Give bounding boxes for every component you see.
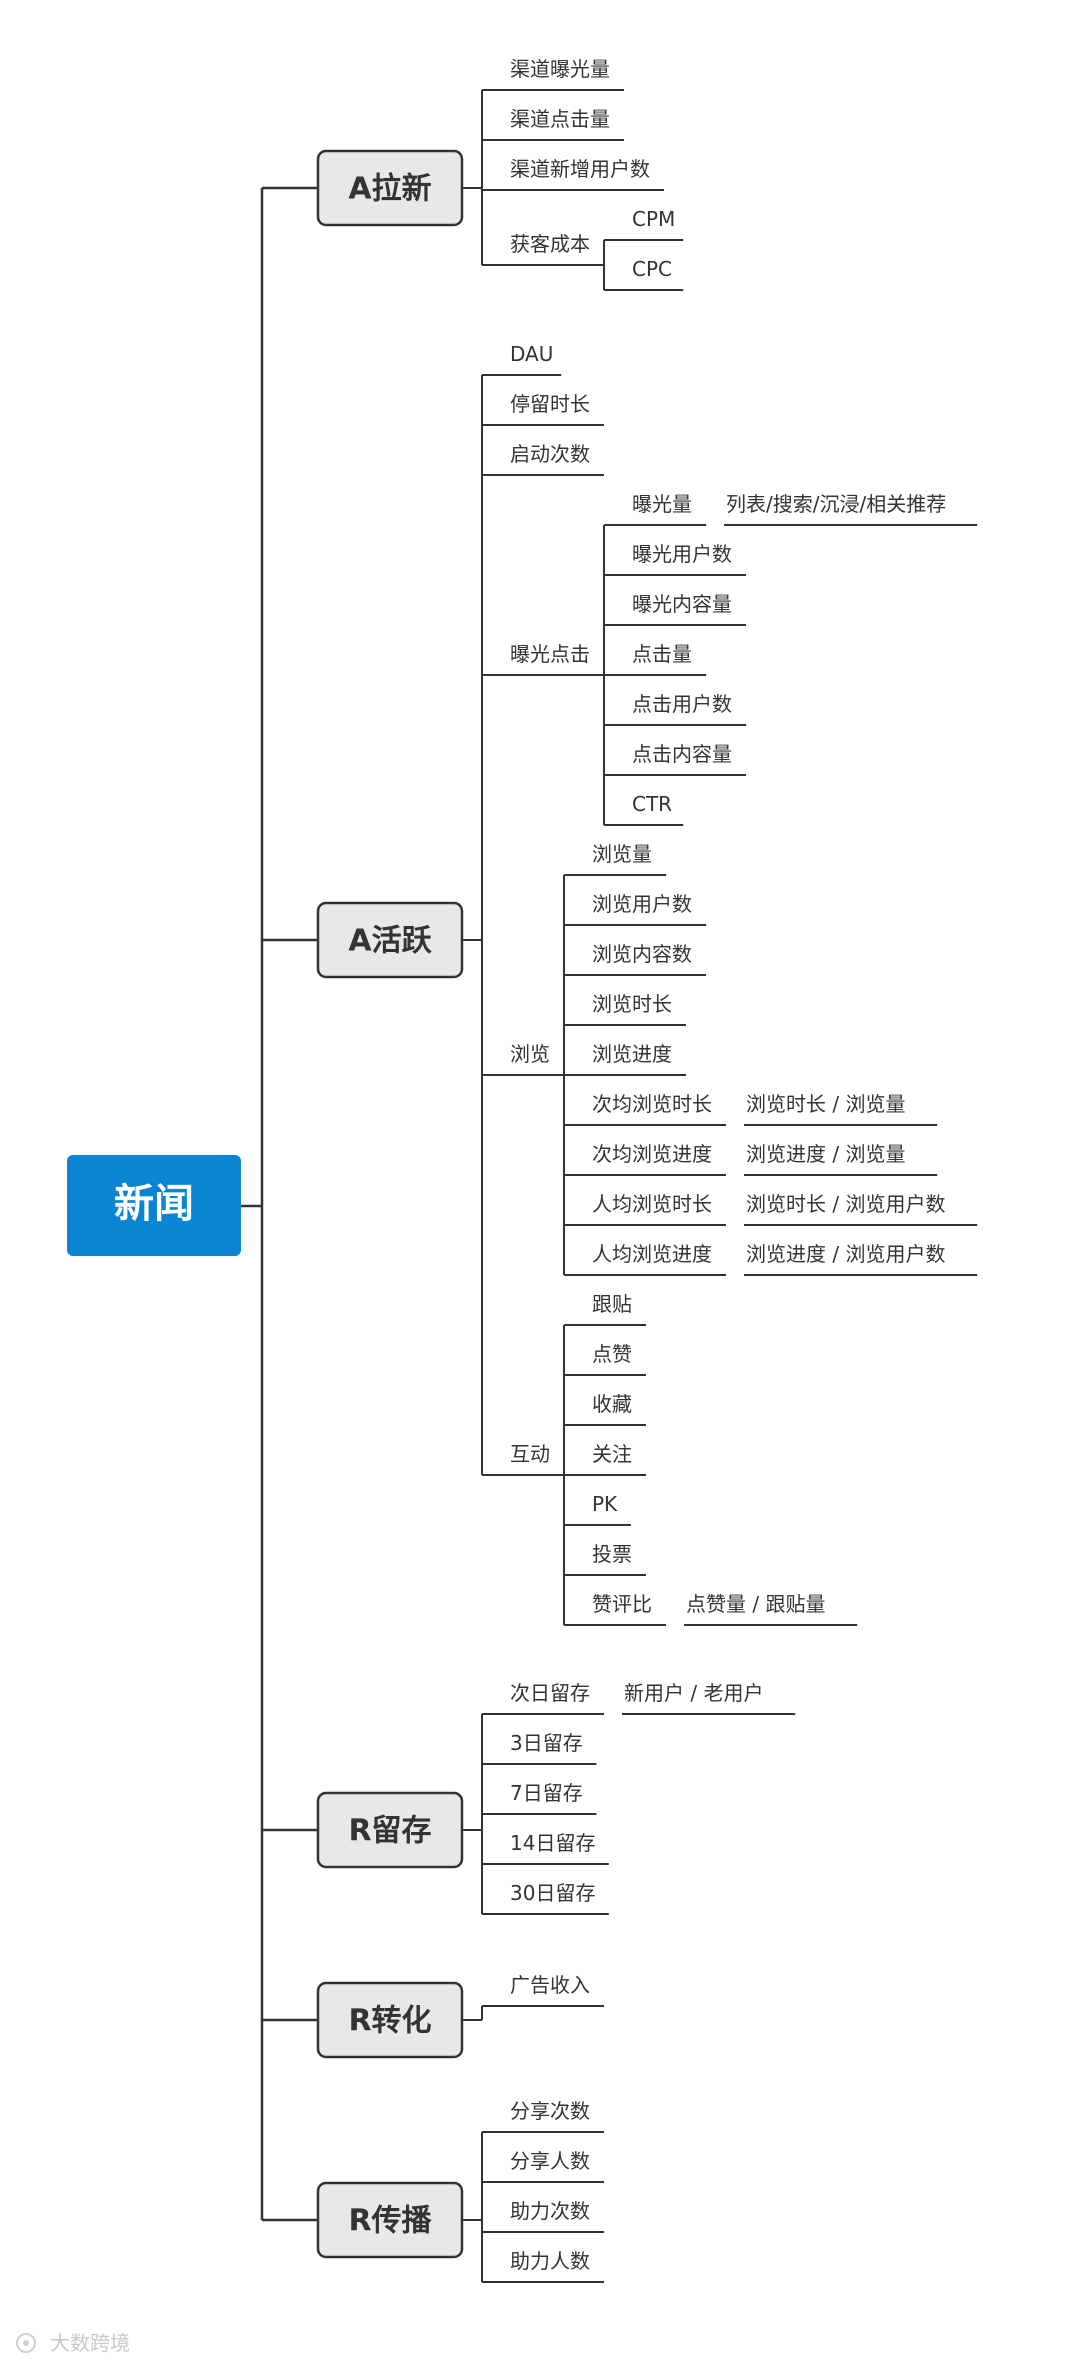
mindmap-node-4-3: 助力人数: [510, 2249, 590, 2273]
mindmap-node-1-5-6-0: 点赞量 / 跟贴量: [686, 1592, 825, 1616]
category-label-4: R传播: [348, 2204, 432, 2239]
category-label-3: R转化: [348, 2004, 431, 2039]
mindmap-node-1-5-0: 跟贴: [592, 1292, 632, 1316]
mindmap-node-1-4-7: 人均浏览时长: [592, 1192, 712, 1216]
mindmap-node-1-3-1: 曝光用户数: [632, 542, 732, 566]
watermark-text: 大数跨境: [50, 2331, 130, 2355]
mindmap-node-0-1: 渠道点击量: [510, 107, 610, 131]
root-node-box: [67, 1155, 241, 1256]
mindmap-node-1-5: 互动: [510, 1442, 550, 1466]
mindmap-node-2-4: 30日留存: [510, 1881, 595, 1905]
mindmap-node-1-4-2: 浏览内容数: [592, 942, 692, 966]
mindmap-node-1-5-3: 关注: [592, 1442, 632, 1466]
mindmap-node-2-1: 3日留存: [510, 1731, 583, 1755]
mindmap-node-1-4-5: 次均浏览时长: [592, 1092, 712, 1116]
mindmap-node-2-0-0: 新用户 / 老用户: [624, 1681, 763, 1705]
mindmap-node-2-0: 次日留存: [510, 1681, 590, 1705]
mindmap-node-1-3: 曝光点击: [510, 642, 590, 666]
mindmap-node-1-3-3: 点击量: [632, 642, 692, 666]
mindmap-node-1-3-0-0: 列表/搜索/沉浸/相关推荐: [726, 492, 946, 516]
watermark: 大数跨境: [16, 2331, 130, 2355]
mindmap-node-1-4-6-0: 浏览进度 / 浏览量: [746, 1142, 905, 1166]
mindmap-node-0-3-0: CPM: [632, 207, 675, 231]
category-node-3: [316, 1981, 464, 2059]
mindmap-node-1-3-6: CTR: [632, 792, 672, 816]
mindmap-node-1-4-1: 浏览用户数: [592, 892, 692, 916]
mindmap-node-1-5-2: 收藏: [592, 1392, 632, 1416]
mindmap-node-1-3-4: 点击用户数: [632, 692, 732, 716]
mindmap-node-0-2: 渠道新增用户数: [510, 157, 650, 181]
mindmap-node-3-0: 广告收入: [510, 1973, 590, 1997]
mindmap-node-1-3-5: 点击内容量: [632, 742, 732, 766]
mindmap-node-1-4-4: 浏览进度: [592, 1042, 672, 1066]
root-node-label: 新闻: [114, 1181, 194, 1227]
category-label-1: A活跃: [348, 924, 432, 959]
mindmap-node-1-1: 停留时长: [510, 392, 590, 416]
mindmap-node-1-3-2: 曝光内容量: [632, 592, 732, 616]
category-node-2: [316, 1791, 464, 1869]
mindmap-node-0-0: 渠道曝光量: [510, 57, 610, 81]
category-node-4: [316, 2181, 464, 2259]
category-node-0: [316, 149, 464, 227]
mindmap-node-1-2: 启动次数: [510, 442, 590, 466]
mindmap-node-1-4-8: 人均浏览进度: [592, 1242, 712, 1266]
mindmap-node-1-5-4: PK: [592, 1492, 618, 1516]
mindmap-node-1-4-8-0: 浏览进度 / 浏览用户数: [746, 1242, 945, 1266]
mindmap-node-0-3-1: CPC: [632, 257, 672, 281]
category-label-0: A拉新: [348, 172, 431, 207]
mindmap-node-0-3: 获客成本: [510, 232, 590, 256]
mindmap-node-1-5-1: 点赞: [592, 1342, 632, 1366]
mindmap-node-1-5-5: 投票: [592, 1542, 632, 1566]
mindmap-node-2-2: 7日留存: [510, 1781, 583, 1805]
mindmap-node-1-4: 浏览: [510, 1042, 550, 1066]
mindmap-node-1-4-7-0: 浏览时长 / 浏览用户数: [746, 1192, 945, 1216]
mindmap-node-1-4-3: 浏览时长: [592, 992, 672, 1016]
mindmap-node-1-3-0: 曝光量: [632, 492, 692, 516]
mindmap-node-4-0: 分享次数: [510, 2099, 590, 2123]
mindmap-node-2-3: 14日留存: [510, 1831, 595, 1855]
mindmap-node-1-4-0: 浏览量: [592, 842, 652, 866]
connector-lines: [241, 89, 978, 2283]
watermark-logo-icon-dot: [23, 2340, 29, 2346]
watermark-logo-icon: [16, 2333, 36, 2353]
mindmap-node-1-0: DAU: [510, 342, 553, 366]
mindmap-node-1-4-6: 次均浏览进度: [592, 1142, 712, 1166]
category-label-2: R留存: [348, 1814, 431, 1849]
mindmap-node-1-4-5-0: 浏览时长 / 浏览量: [746, 1092, 905, 1116]
mindmap-node-4-2: 助力次数: [510, 2199, 590, 2223]
mindmap-node-1-5-6: 赞评比: [592, 1592, 652, 1616]
mindmap-node-4-1: 分享人数: [510, 2149, 590, 2173]
category-node-1: [316, 901, 464, 979]
